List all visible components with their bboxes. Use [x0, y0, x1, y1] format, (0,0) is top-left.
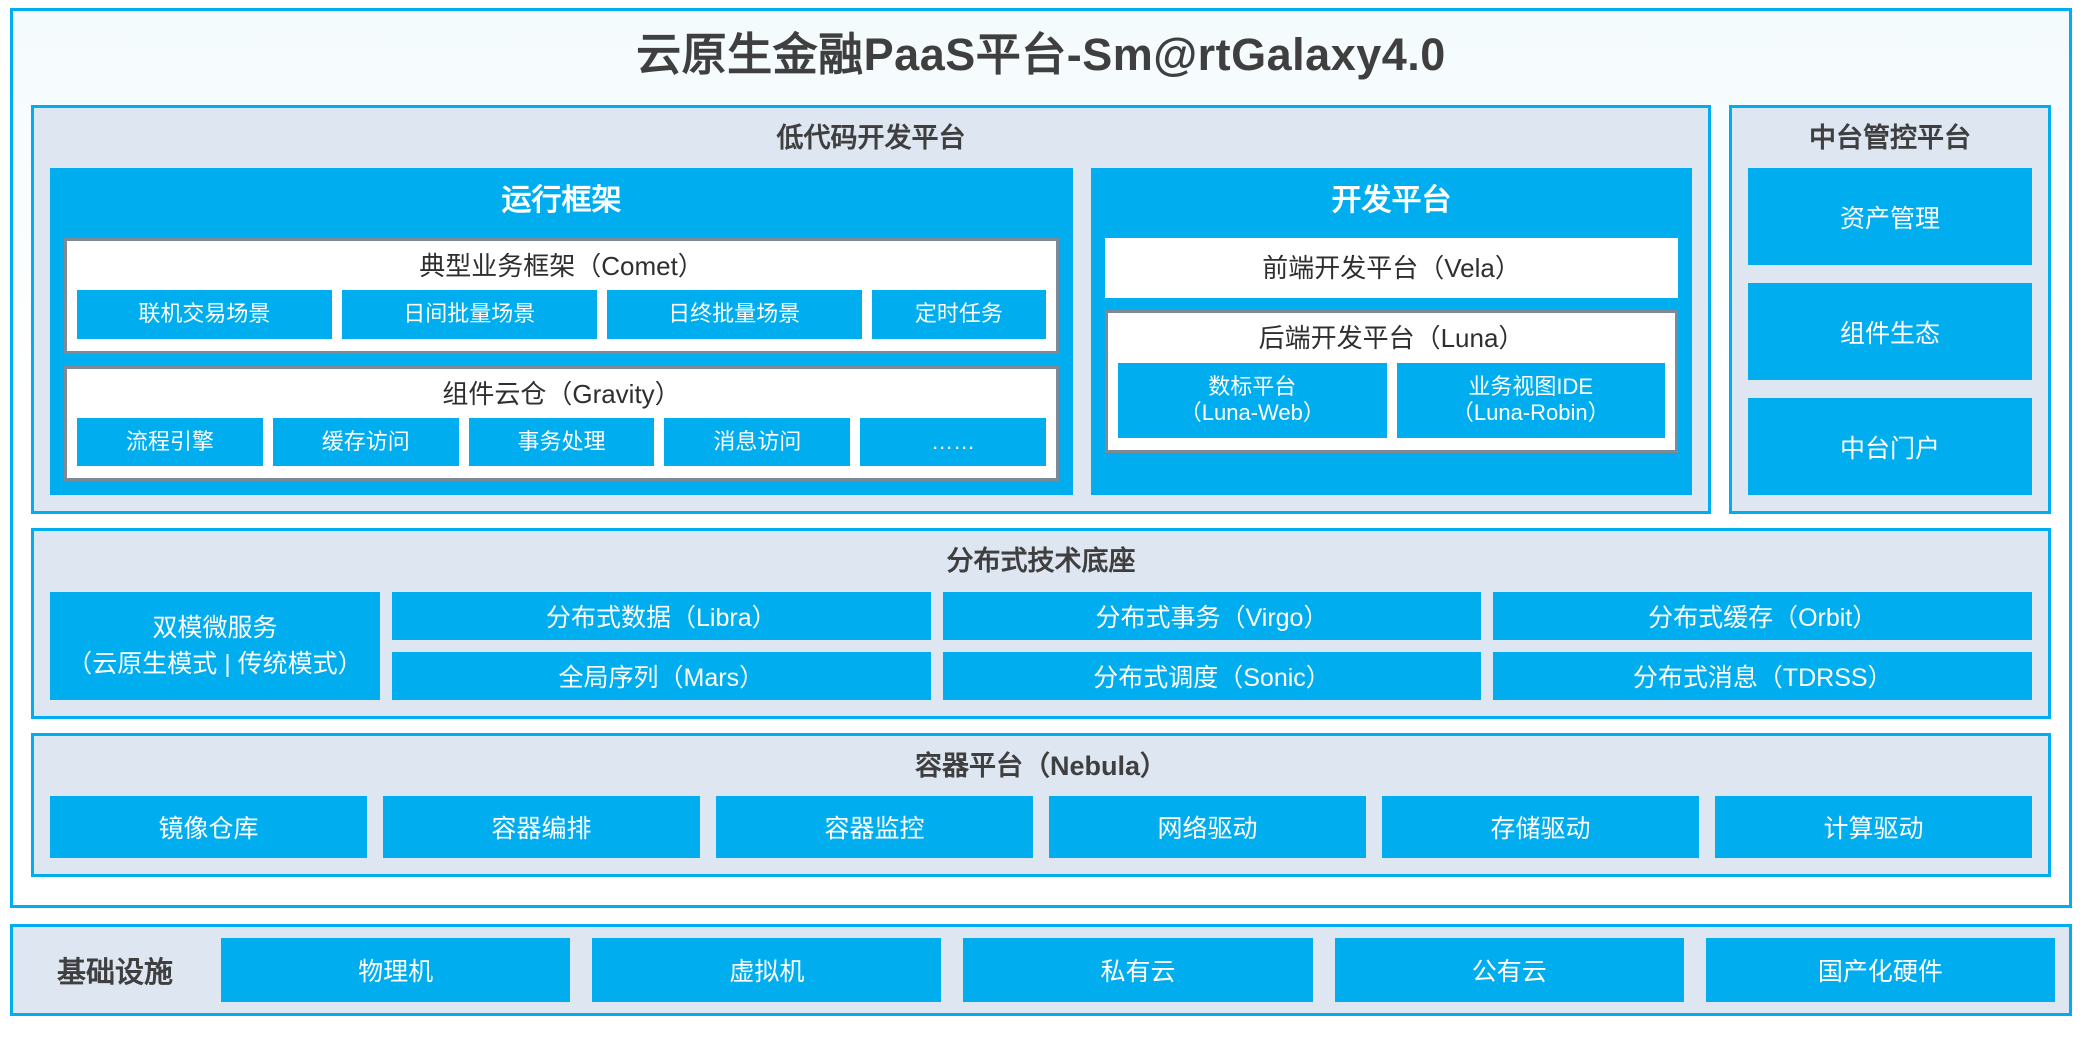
comet-item-eod-batch[interactable]: 日终批量场景	[606, 290, 862, 339]
tech-item-libra[interactable]: 分布式数据（Libra）	[392, 591, 931, 640]
runtime-framework-title: 运行框架	[501, 184, 622, 218]
tech-base-grid: 双模微服务 （云原生模式 | 传统模式） 分布式数据（Libra） 全局序列（M…	[50, 591, 2033, 700]
development-platform-card: 开发平台 前端开发平台（Vela） 后端开发平台（Luna） 数标平台 （Lun	[1091, 168, 1692, 496]
infrastructure-item-public-cloud[interactable]: 公有云	[1334, 938, 1684, 1002]
luna-robin-line2: （Luna-Robin）	[1451, 400, 1610, 426]
container-item-monitoring[interactable]: 容器监控	[716, 796, 1033, 859]
gravity-item-transaction-processing[interactable]: 事务处理	[468, 418, 655, 467]
tech-column-1: 分布式数据（Libra） 全局序列（Mars）	[392, 591, 931, 700]
tech-base-panel: 分布式技术底座 双模微服务 （云原生模式 | 传统模式） 分布式数据（Libra…	[31, 528, 2051, 719]
container-item-image-registry[interactable]: 镜像仓库	[50, 796, 367, 859]
gravity-chip-row: 流程引擎 缓存访问 事务处理 消息访问 ……	[77, 418, 1047, 467]
midoffice-item-portal[interactable]: 中台门户	[1748, 398, 2032, 496]
midoffice-platform-panel: 中台管控平台 资产管理 组件生态 中台门户	[1729, 104, 2051, 515]
gravity-item-cache-access[interactable]: 缓存访问	[272, 418, 459, 467]
infrastructure-item-virtual-machine[interactable]: 虚拟机	[592, 938, 942, 1002]
tech-item-virgo[interactable]: 分布式事务（Virgo）	[942, 591, 1482, 640]
lowcode-platform-title: 低代码开发平台	[776, 122, 966, 153]
tech-base-title: 分布式技术底座	[946, 546, 1136, 577]
container-item-storage-driver[interactable]: 存储驱动	[1382, 796, 1699, 859]
comet-chip-row: 联机交易场景 日间批量场景 日终批量场景 定时任务	[77, 290, 1047, 339]
vela-frontend-box[interactable]: 前端开发平台（Vela）	[1105, 237, 1678, 299]
tech-item-sonic[interactable]: 分布式调度（Sonic）	[942, 651, 1482, 700]
tech-item-orbit[interactable]: 分布式缓存（Orbit）	[1493, 591, 2033, 640]
midoffice-item-component-ecosystem[interactable]: 组件生态	[1748, 283, 2032, 381]
vela-frontend-title: 前端开发平台（Vela）	[1262, 252, 1521, 283]
luna-web-line1: 数标平台	[1208, 373, 1297, 399]
development-platform-title: 开发平台	[1331, 184, 1452, 218]
comet-title: 典型业务框架（Comet）	[419, 250, 704, 281]
luna-item-luna-web[interactable]: 数标平台 （Luna-Web）	[1118, 362, 1387, 439]
runtime-framework-card: 运行框架 典型业务框架（Comet） 联机交易场景 日间批量场景 日终批量场景 …	[50, 168, 1074, 496]
comet-item-online-transaction[interactable]: 联机交易场景	[77, 290, 332, 339]
gravity-item-process-engine[interactable]: 流程引擎	[77, 418, 263, 467]
container-platform-panel: 容器平台（Nebula） 镜像仓库 容器编排 容器监控 网络驱动 存储驱动 计算…	[31, 732, 2051, 878]
gravity-title: 组件云仓（Gravity）	[442, 378, 681, 409]
infrastructure-item-physical-machine[interactable]: 物理机	[221, 938, 571, 1002]
tech-item-tdrss[interactable]: 分布式消息（TDRSS）	[1493, 651, 2033, 700]
top-row: 低代码开发平台 运行框架 典型业务框架（Comet） 联机交易场景 日间批量场景…	[31, 104, 2051, 515]
midoffice-platform-title: 中台管控平台	[1809, 122, 1971, 153]
infrastructure-item-list: 物理机 虚拟机 私有云 公有云 国产化硬件	[221, 938, 2056, 1002]
luna-web-line2: （Luna-Web）	[1179, 400, 1325, 426]
infrastructure-item-domestic-hardware[interactable]: 国产化硬件	[1705, 938, 2056, 1002]
infrastructure-panel: 基础设施 物理机 虚拟机 私有云 公有云 国产化硬件	[10, 924, 2072, 1016]
tech-column-3: 分布式缓存（Orbit） 分布式消息（TDRSS）	[1493, 591, 2033, 700]
gravity-box: 组件云仓（Gravity） 流程引擎 缓存访问 事务处理 消息访问 ……	[64, 365, 1060, 482]
midoffice-item-list: 资产管理 组件生态 中台门户	[1748, 168, 2032, 496]
tech-item-mars[interactable]: 全局序列（Mars）	[392, 651, 931, 700]
luna-robin-line1: 业务视图IDE	[1468, 373, 1594, 399]
container-platform-title: 容器平台（Nebula）	[914, 750, 1168, 781]
lowcode-platform-body: 运行框架 典型业务框架（Comet） 联机交易场景 日间批量场景 日终批量场景 …	[50, 168, 1692, 496]
gravity-item-more[interactable]: ……	[860, 418, 1047, 467]
container-item-compute-driver[interactable]: 计算驱动	[1715, 796, 2032, 859]
luna-item-luna-robin[interactable]: 业务视图IDE （Luna-Robin）	[1396, 362, 1666, 439]
tech-column-2: 分布式事务（Virgo） 分布式调度（Sonic）	[942, 591, 1482, 700]
luna-backend-title: 后端开发平台（Luna）	[1258, 323, 1525, 354]
midoffice-item-asset-management[interactable]: 资产管理	[1748, 168, 2032, 266]
comet-item-scheduled-task[interactable]: 定时任务	[871, 290, 1047, 339]
comet-box: 典型业务框架（Comet） 联机交易场景 日间批量场景 日终批量场景 定时任务	[64, 237, 1060, 354]
dual-mode-line1: 双模微服务	[152, 613, 278, 642]
dual-mode-line2: （云原生模式 | 传统模式）	[67, 649, 363, 678]
gravity-item-message-access[interactable]: 消息访问	[664, 418, 851, 467]
comet-item-intraday-batch[interactable]: 日间批量场景	[341, 290, 597, 339]
page-title: 云原生金融PaaS平台-Sm@rtGalaxy4.0	[636, 29, 1446, 80]
container-platform-row: 镜像仓库 容器编排 容器监控 网络驱动 存储驱动 计算驱动	[50, 796, 2032, 859]
luna-backend-box: 后端开发平台（Luna） 数标平台 （Luna-Web）	[1105, 310, 1678, 454]
container-item-network-driver[interactable]: 网络驱动	[1049, 796, 1366, 859]
lowcode-platform-panel: 低代码开发平台 运行框架 典型业务框架（Comet） 联机交易场景 日间批量场景…	[31, 104, 1711, 515]
container-item-orchestration[interactable]: 容器编排	[383, 796, 700, 859]
infrastructure-item-private-cloud[interactable]: 私有云	[963, 938, 1313, 1002]
tech-item-dual-mode-microservice[interactable]: 双模微服务 （云原生模式 | 传统模式）	[50, 591, 380, 700]
luna-chip-row: 数标平台 （Luna-Web） 业务视图IDE （Luna-Robin）	[1118, 362, 1666, 439]
infrastructure-label: 基础设施	[57, 957, 174, 989]
platform-main-frame: 云原生金融PaaS平台-Sm@rtGalaxy4.0 低代码开发平台 运行框架 …	[10, 8, 2072, 908]
